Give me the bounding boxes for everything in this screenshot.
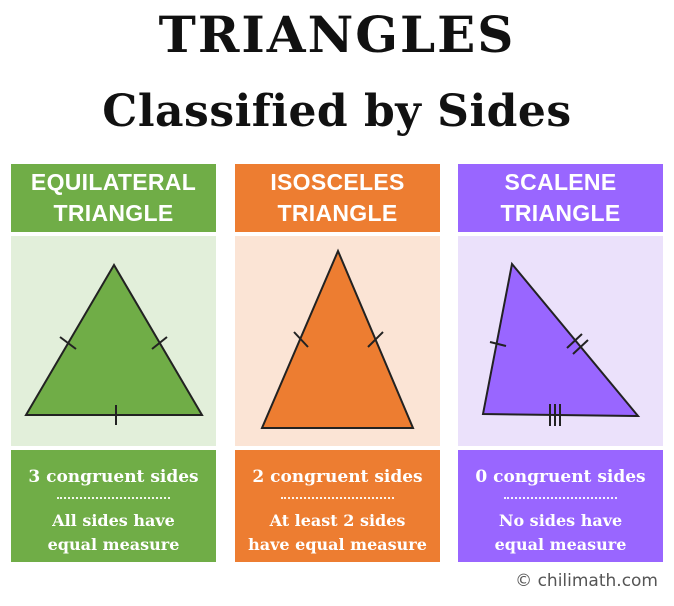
- scalene-divider: [504, 497, 617, 499]
- equilateral-header: EQUILATERAL TRIANGLE: [11, 164, 216, 232]
- scalene-header: SCALENE TRIANGLE: [458, 164, 663, 232]
- isosceles-footer: 2 congruent sides At least 2 sides have …: [235, 450, 440, 562]
- scalene-column: SCALENE TRIANGLE 0 congruent sides No si…: [458, 164, 663, 562]
- isosceles-description-line1: At least 2 sides: [269, 511, 406, 530]
- isosceles-header: ISOSCELES TRIANGLE: [235, 164, 440, 232]
- equilateral-header-line1: EQUILATERAL: [30, 169, 197, 195]
- scalene-description-line1: No sides have: [498, 511, 623, 530]
- scalene-figure-panel: [458, 236, 663, 446]
- scalene-description: No sides have equal measure: [458, 509, 663, 557]
- isosceles-column: ISOSCELES TRIANGLE 2 congruent sides At …: [235, 164, 440, 562]
- isosceles-congruent-count: 2 congruent sides: [252, 467, 423, 487]
- equilateral-footer: 3 congruent sides All sides have equal m…: [11, 450, 216, 562]
- equilateral-divider: [57, 497, 170, 499]
- page-title: TRIANGLES: [158, 5, 516, 64]
- scalene-footer: 0 congruent sides No sides have equal me…: [458, 450, 663, 562]
- isosceles-header-line1: ISOSCELES: [270, 169, 405, 195]
- equilateral-triangle-figure: [24, 263, 204, 425]
- scalene-congruent-count: 0 congruent sides: [475, 467, 646, 487]
- equilateral-figure-panel: [11, 236, 216, 446]
- scalene-header-line1: SCALENE: [504, 169, 617, 195]
- isosceles-description-line2: have equal measure: [248, 535, 427, 554]
- equilateral-header-line2: TRIANGLE: [53, 200, 174, 226]
- isosceles-header-line2: TRIANGLE: [277, 200, 398, 226]
- scalene-triangle: [481, 261, 641, 418]
- equilateral-triangle: [24, 263, 204, 416]
- isosceles-divider: [281, 497, 394, 499]
- scalene-left-tick: [489, 341, 507, 347]
- scalene-header-line2: TRIANGLE: [500, 200, 621, 226]
- scalene-right-tick-a: [566, 333, 583, 349]
- equilateral-description: All sides have equal measure: [11, 509, 216, 557]
- isosceles-figure-panel: [235, 236, 440, 446]
- isosceles-description: At least 2 sides have equal measure: [235, 509, 440, 557]
- equilateral-right-tick: [151, 336, 168, 350]
- isosceles-right-tick: [367, 331, 384, 348]
- isosceles-left-tick: [293, 331, 309, 348]
- copyright-credit: © chilimath.com: [515, 571, 658, 591]
- equilateral-description-line1: All sides have: [52, 511, 175, 530]
- equilateral-column: EQUILATERAL TRIANGLE 3 congruent sides A…: [11, 164, 216, 562]
- page-subtitle: Classified by Sides: [102, 86, 572, 137]
- equilateral-description-line2: equal measure: [47, 535, 180, 554]
- isosceles-triangle: [260, 248, 415, 429]
- equilateral-congruent-count: 3 congruent sides: [28, 467, 199, 487]
- equilateral-left-tick: [59, 336, 77, 350]
- scalene-right-tick-b: [572, 339, 589, 355]
- scalene-triangle-figure: [481, 261, 641, 426]
- scalene-description-line2: equal measure: [494, 535, 627, 554]
- isosceles-triangle-figure: [260, 248, 415, 429]
